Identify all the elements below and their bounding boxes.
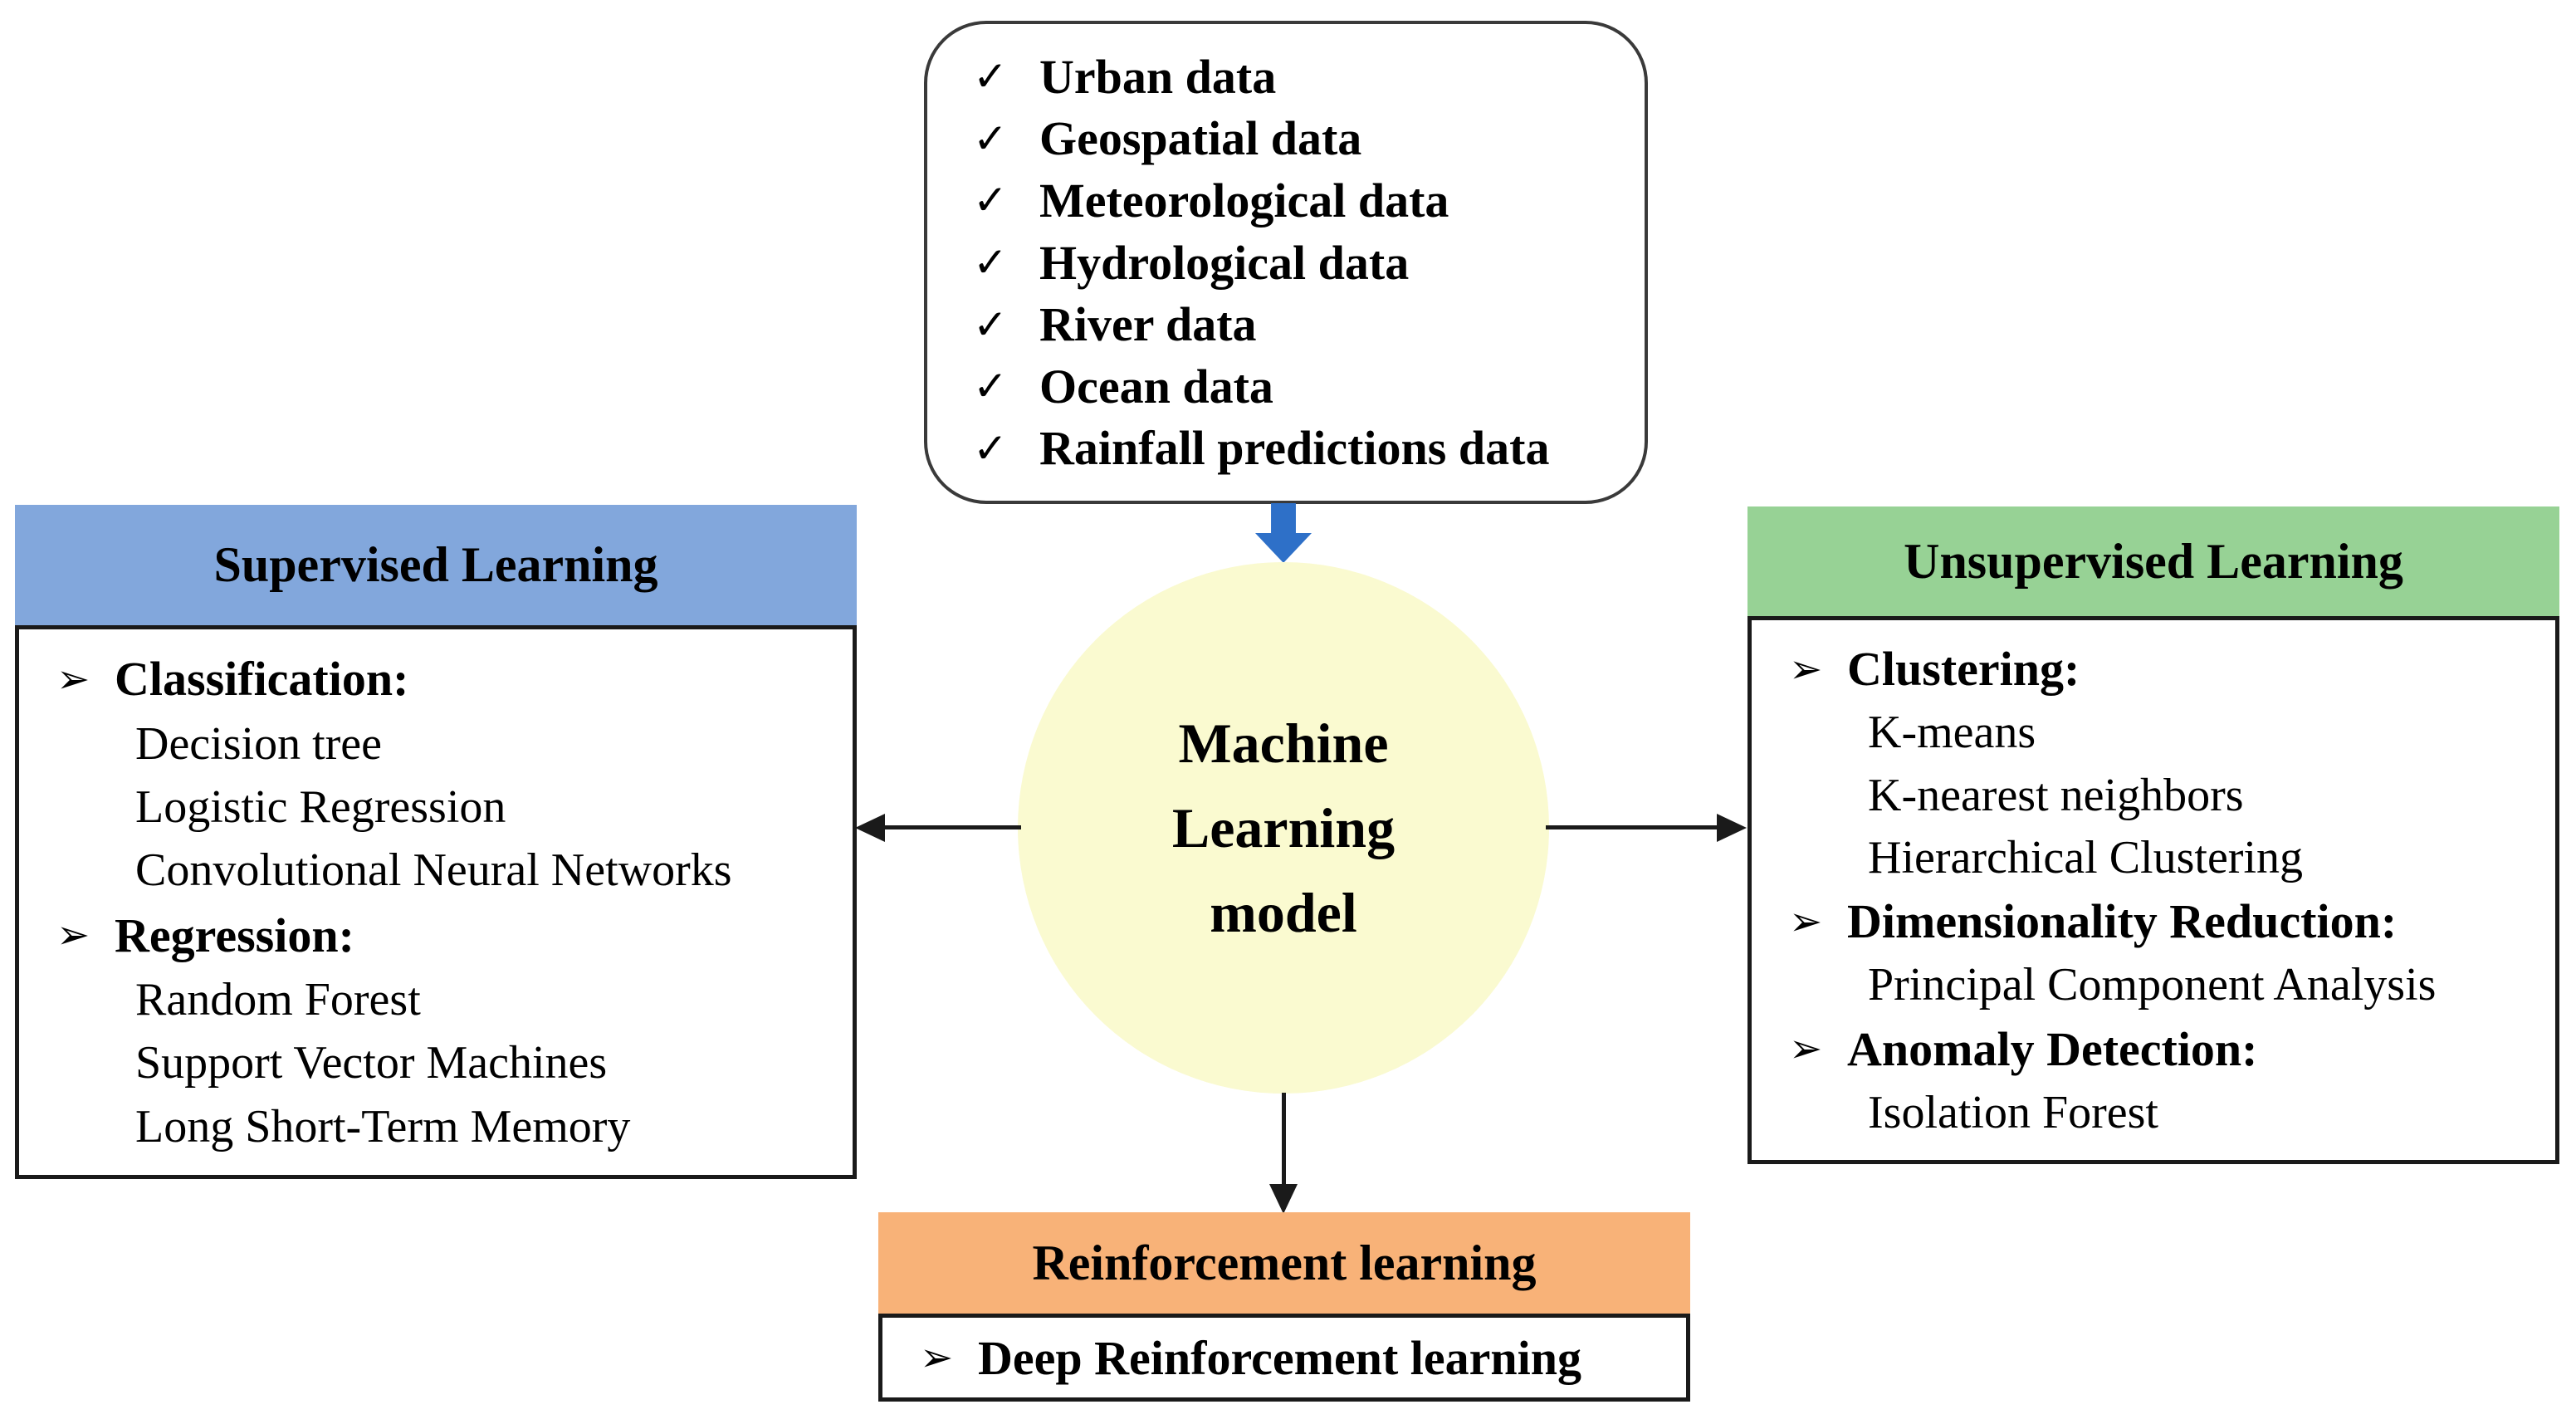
list-item: Long Short-Term Memory	[19, 1100, 853, 1153]
list-item: Isolation Forest	[1752, 1086, 2555, 1139]
reinforcement-panel: ➢ Deep Reinforcement learning	[878, 1314, 1690, 1402]
list-item: Support Vector Machines	[19, 1036, 853, 1089]
list-item: ✓ Geospatial data	[973, 110, 1628, 166]
list-item: Convolutional Neural Networks	[19, 844, 853, 897]
category-label: Classification:	[115, 652, 409, 707]
category-label: Anomaly Detection:	[1847, 1021, 2258, 1076]
list-item: ➢ Anomaly Detection:	[1752, 1021, 2555, 1077]
category-label: Dimensionality Reduction:	[1847, 894, 2398, 949]
check-icon: ✓	[973, 238, 1008, 286]
arrow-bullet-icon: ➢	[56, 912, 90, 959]
supervised-panel: ➢ Classification: Decision tree Logistic…	[15, 625, 857, 1179]
reinforcement-title: Reinforcement learning	[1032, 1235, 1537, 1290]
input-data-label: Urban data	[1039, 49, 1277, 104]
list-item: Decision tree	[19, 717, 853, 771]
method-label: Principal Component Analysis	[1868, 959, 2437, 1011]
arrow-bullet-icon: ➢	[56, 655, 90, 702]
input-data-label: River data	[1039, 297, 1257, 352]
check-icon: ✓	[973, 362, 1008, 411]
reinforcement-header: Reinforcement learning	[878, 1212, 1690, 1314]
ml-model-label: model	[1210, 881, 1357, 944]
input-data-label: Rainfall predictions data	[1039, 421, 1550, 476]
list-item: ✓ Rainfall predictions data	[973, 420, 1628, 476]
list-item: K-nearest neighbors	[1752, 769, 2555, 822]
method-label: Long Short-Term Memory	[135, 1100, 631, 1152]
arrow-bullet-icon: ➢	[1789, 645, 1823, 692]
method-label: Decision tree	[135, 717, 382, 770]
method-label: K-means	[1868, 707, 2036, 759]
input-data-label: Ocean data	[1039, 359, 1273, 413]
list-item: ✓ Urban data	[973, 49, 1628, 105]
list-item: Logistic Regression	[19, 781, 853, 834]
method-label: Hierarchical Clustering	[1868, 831, 2304, 883]
check-icon: ✓	[973, 52, 1008, 101]
category-label: Regression:	[115, 908, 354, 962]
arrow-bullet-icon: ➢	[920, 1334, 954, 1381]
ml-model-circle: Machine Learning model	[1018, 562, 1549, 1094]
method-label: K-nearest neighbors	[1868, 769, 2244, 821]
unsupervised-panel: ➢ Clustering: K-means K-nearest neighbor…	[1747, 616, 2559, 1164]
connector-line-right	[1546, 825, 1718, 829]
check-icon: ✓	[973, 114, 1008, 163]
check-icon: ✓	[973, 423, 1008, 472]
list-item: ➢ Regression:	[19, 908, 853, 963]
connector-line-left	[882, 825, 1021, 829]
supervised-title: Supervised Learning	[213, 537, 658, 592]
input-data-label: Geospatial data	[1039, 111, 1362, 166]
supervised-header: Supervised Learning	[15, 505, 857, 625]
list-item: Hierarchical Clustering	[1752, 831, 2555, 884]
arrow-bullet-icon: ➢	[1789, 898, 1823, 945]
ml-model-label: Learning	[1171, 796, 1396, 859]
ml-model-label: Machine	[1178, 712, 1389, 775]
input-data-panel: ✓ Urban data ✓ Geospatial data ✓ Meteoro…	[924, 21, 1648, 504]
method-label: Random Forest	[135, 973, 421, 1025]
block-arrow-down-icon	[1255, 503, 1312, 563]
method-label: Support Vector Machines	[135, 1037, 608, 1089]
check-icon: ✓	[973, 300, 1008, 349]
list-item: ➢ Clustering:	[1752, 641, 2555, 697]
category-label: Clustering:	[1847, 642, 2080, 697]
arrowhead-down-icon	[1269, 1184, 1298, 1214]
method-label: Convolutional Neural Networks	[135, 844, 732, 897]
input-data-label: Hydrological data	[1039, 235, 1410, 290]
list-item: ✓ River data	[973, 296, 1628, 352]
list-item: ➢ Dimensionality Reduction:	[1752, 893, 2555, 949]
list-item: ✓ Hydrological data	[973, 235, 1628, 291]
arrow-bullet-icon: ➢	[1789, 1025, 1823, 1073]
list-item: ➢ Classification:	[19, 651, 853, 707]
arrowhead-left-icon	[855, 814, 885, 842]
list-item: ➢ Deep Reinforcement learning	[882, 1330, 1686, 1386]
list-item: ✓ Meteorological data	[973, 173, 1628, 228]
method-label: Logistic Regression	[135, 781, 506, 833]
list-item: Random Forest	[19, 973, 853, 1026]
unsupervised-header: Unsupervised Learning	[1747, 506, 2559, 616]
list-item: ✓ Ocean data	[973, 359, 1628, 414]
method-label: Isolation Forest	[1868, 1086, 2158, 1138]
check-icon: ✓	[973, 176, 1008, 225]
list-item: K-means	[1752, 706, 2555, 759]
connector-line-down	[1282, 1093, 1286, 1186]
arrowhead-right-icon	[1717, 814, 1747, 842]
category-label: Deep Reinforcement learning	[978, 1330, 1581, 1385]
input-data-label: Meteorological data	[1039, 173, 1449, 228]
unsupervised-title: Unsupervised Learning	[1904, 533, 2403, 589]
list-item: Principal Component Analysis	[1752, 958, 2555, 1011]
